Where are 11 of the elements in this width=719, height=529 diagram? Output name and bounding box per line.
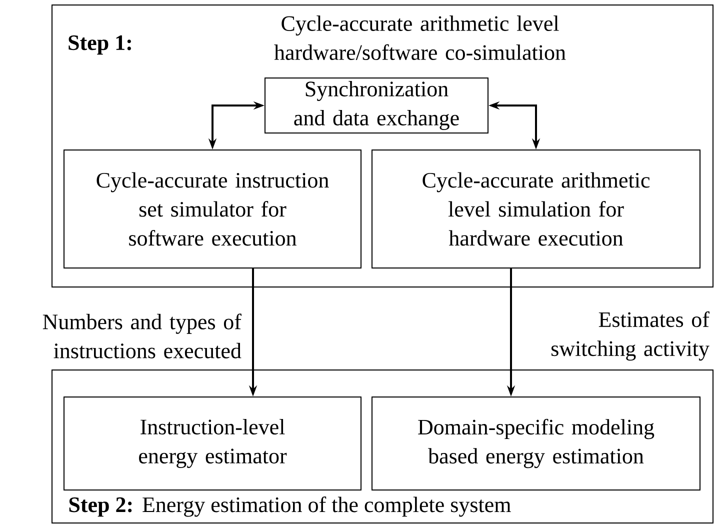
step-title: Energy estimation of the complete system bbox=[142, 496, 511, 517]
edge-label: Numbers and types of instructions executed bbox=[42, 314, 242, 358]
process-box: Domain-specific modeling based energy estimation bbox=[372, 396, 700, 490]
step-heading: Step 1: bbox=[68, 35, 131, 55]
process-box: Instruction-level energy estimator bbox=[64, 396, 362, 490]
process-box: Cycle-accurate arithmetic level simulation for hardware execution bbox=[372, 149, 700, 268]
process-box: Synchronization and data exchange bbox=[264, 77, 488, 134]
process-box: Cycle-accurate instruction set simulator for software execution bbox=[64, 149, 362, 268]
step-heading: Step 2: bbox=[69, 497, 132, 517]
edge-label: Estimates of switching activity bbox=[552, 311, 710, 361]
step-title: Cycle-accurate arithmetic level hardware/software co-simulation bbox=[274, 16, 566, 60]
